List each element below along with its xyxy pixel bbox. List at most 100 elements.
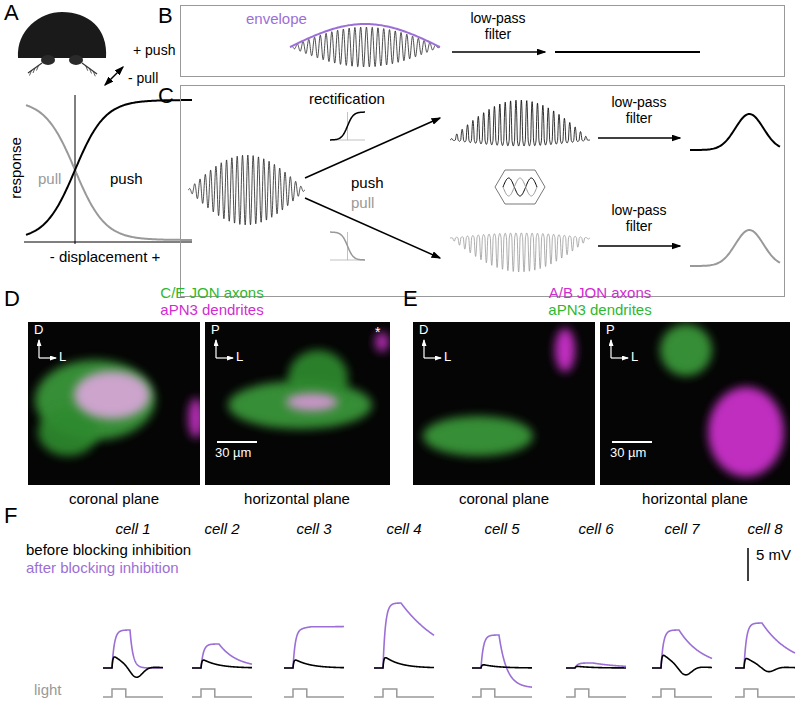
axis-label: response — [7, 137, 24, 199]
micrograph-image — [413, 322, 595, 485]
flat-output — [555, 51, 700, 53]
light-step — [472, 689, 532, 697]
node-label: envelope — [246, 10, 307, 27]
filter-arrow — [452, 51, 545, 53]
panel-letter: B — [158, 3, 173, 28]
node-label: D — [34, 323, 43, 338]
before-trace — [192, 660, 252, 668]
scale-bar — [217, 441, 257, 443]
light-step — [192, 689, 252, 697]
push-rectified-wave — [450, 100, 590, 146]
filter-arrow — [598, 245, 680, 247]
phase-sine — [503, 178, 537, 196]
curve-label: pull — [38, 170, 61, 187]
direction-label: - pull — [128, 70, 158, 86]
panel-letter: A — [4, 0, 19, 25]
direction-label: + push — [133, 42, 175, 58]
panel-letter: E — [403, 286, 418, 311]
after-trace — [192, 644, 252, 668]
cell-label: cell 7 — [664, 520, 699, 537]
condition-label: after blocking inhibition — [26, 559, 179, 576]
light-step — [652, 689, 712, 697]
after-trace — [472, 635, 532, 687]
filter-arrow — [598, 137, 680, 139]
micrograph-ground — [205, 322, 390, 485]
scale-label: 5 mV — [756, 546, 791, 563]
axis-arrow — [38, 340, 39, 358]
condition-label: before blocking inhibition — [26, 541, 191, 558]
cell-label: cell 3 — [296, 520, 331, 537]
pull-curve — [26, 105, 192, 240]
pull-output — [690, 230, 780, 266]
push-arrow — [305, 118, 440, 178]
fluorescence — [423, 416, 533, 456]
arista — [82, 63, 97, 74]
axis-arrow — [611, 357, 628, 358]
cell-label: cell 5 — [484, 520, 519, 537]
plane-label: coronal plane — [69, 490, 159, 507]
node-label: D — [419, 323, 428, 338]
node-label: 30 µm — [610, 446, 646, 461]
micrograph: P L * 30 µm — [205, 322, 390, 485]
before-trace — [735, 658, 795, 671]
micrograph-ground — [600, 322, 790, 485]
node-label: 30 µm — [215, 446, 251, 461]
after-trace — [735, 623, 795, 668]
arista-branch — [86, 66, 88, 71]
axis-arrow — [424, 357, 441, 358]
before-trace — [566, 666, 626, 668]
axis-arrow — [39, 357, 56, 358]
node-label: * — [375, 324, 380, 340]
micrograph: PL30 µm — [600, 322, 790, 485]
light-step — [284, 689, 344, 697]
light-step — [735, 689, 795, 697]
curve-label: push — [110, 170, 143, 187]
scale-bar — [612, 441, 652, 443]
before-trace — [103, 657, 163, 677]
node-label: pull — [351, 194, 374, 211]
axis-arrow — [423, 340, 424, 358]
micrograph-ground — [28, 322, 200, 485]
before-trace — [284, 660, 344, 668]
node-label: P — [211, 323, 220, 338]
axis-label: - displacement + — [50, 248, 160, 265]
arista — [28, 63, 42, 73]
node-label: L — [444, 350, 451, 365]
push-output — [690, 114, 780, 150]
arista-branch — [30, 71, 32, 76]
envelope-curve — [290, 24, 440, 47]
fluorescence — [660, 324, 712, 376]
panel-letter: C — [158, 83, 174, 108]
arista-branch — [90, 69, 92, 74]
channel-label: aPN3 dendrites — [160, 301, 263, 318]
cell-label: cell 1 — [115, 520, 150, 537]
light-step — [103, 689, 163, 697]
phase-bracket — [495, 170, 545, 204]
micrograph-image — [600, 322, 790, 485]
scale-bar — [747, 548, 749, 581]
plane-label: horizontal plane — [244, 490, 350, 507]
fly-head — [18, 12, 106, 58]
panel-letter: F — [4, 503, 17, 528]
antenna — [41, 55, 55, 65]
panel-letter: D — [4, 286, 20, 311]
micrograph: DL — [28, 322, 200, 485]
node-label: L — [631, 350, 638, 365]
before-trace — [374, 658, 434, 668]
node-label: L — [236, 350, 243, 365]
cell-label: cell 8 — [747, 520, 782, 537]
axis-arrow — [216, 357, 233, 358]
carrier-wave — [290, 27, 440, 67]
plane-label: coronal plane — [459, 490, 549, 507]
before-trace — [472, 665, 532, 668]
micrograph-image — [205, 322, 390, 485]
push-curve — [26, 100, 192, 235]
input-wave — [188, 155, 305, 225]
micrograph: DL — [413, 322, 595, 485]
light-step — [374, 689, 434, 697]
fluorescence — [188, 398, 200, 438]
plane-label: horizontal plane — [642, 490, 748, 507]
fluorescence — [555, 328, 575, 372]
